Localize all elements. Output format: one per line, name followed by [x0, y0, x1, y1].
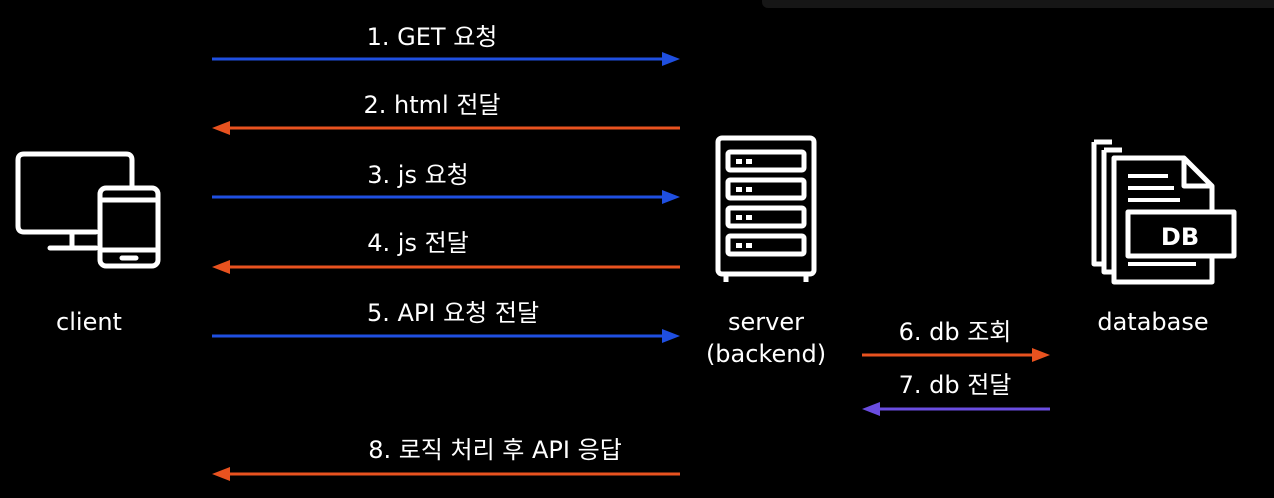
server-label: server	[728, 308, 804, 336]
message-1-arrowhead-icon	[662, 52, 680, 66]
message-4-label: 4. js 전달	[367, 229, 469, 257]
message-7-label: 7. db 전달	[899, 371, 1012, 399]
message-6-label: 6. db 조회	[899, 318, 1012, 346]
message-1-label: 1. GET 요청	[367, 23, 498, 51]
database-label: database	[1097, 308, 1208, 336]
message-5: 5. API 요청 전달	[212, 299, 680, 343]
db-badge-label: DB	[1161, 223, 1199, 251]
client-label: client	[56, 308, 122, 336]
server-led-icons	[736, 159, 752, 248]
message-2-label: 2. html 전달	[364, 91, 501, 119]
message-1: 1. GET 요청	[212, 23, 680, 66]
message-7-arrowhead-icon	[862, 402, 880, 416]
message-2-arrowhead-icon	[212, 121, 230, 135]
message-6: 6. db 조회	[862, 318, 1050, 362]
message-6-arrowhead-icon	[1032, 348, 1050, 362]
db-badge-icon	[1125, 209, 1237, 259]
message-8-label: 8. 로직 처리 후 API 응답	[368, 436, 622, 464]
monitor-tablet-icon	[15, 151, 161, 269]
message-5-label: 5. API 요청 전달	[367, 299, 539, 327]
message-3: 3. js 요청	[212, 161, 680, 204]
message-7: 7. db 전달	[862, 371, 1050, 416]
monitor-icon	[15, 151, 135, 235]
server-rack-icon	[715, 135, 817, 282]
message-3-arrowhead-icon	[662, 190, 680, 204]
tablet-icon	[97, 185, 161, 269]
db-documents-icon	[1091, 139, 1237, 285]
top-toolbar-strip	[762, 0, 1274, 8]
message-2: 2. html 전달	[212, 91, 680, 135]
server-sublabel: (backend)	[706, 340, 826, 368]
db-sheet-fold-icon	[1181, 158, 1212, 189]
message-4-arrowhead-icon	[212, 260, 230, 274]
message-8-arrowhead-icon	[212, 467, 230, 481]
message-3-label: 3. js 요청	[367, 161, 469, 189]
message-8: 8. 로직 처리 후 API 응답	[212, 436, 680, 481]
message-4: 4. js 전달	[212, 229, 680, 274]
message-5-arrowhead-icon	[662, 329, 680, 343]
